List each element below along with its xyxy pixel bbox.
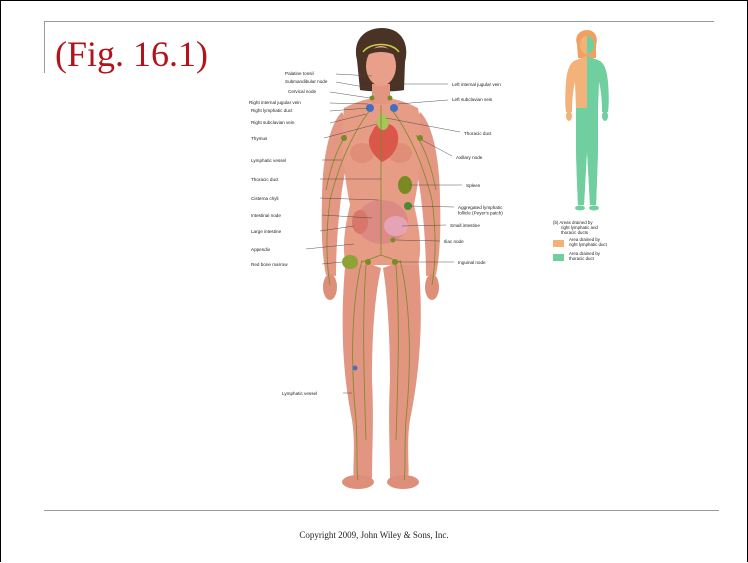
label-peyers-patch-line1: Aggregated lymphatic — [458, 205, 503, 210]
inset-hand-right — [602, 111, 608, 121]
neck — [372, 84, 390, 104]
label-thoracic-duct: Thoracic duct — [251, 177, 279, 182]
label-spleen: Spleen — [466, 183, 481, 188]
left-labels: Palatine tonsil Submandibular node Cervi… — [249, 71, 328, 396]
label-right-subclavian-vein: Right subclavian vein — [251, 120, 295, 125]
right-leg — [383, 255, 421, 478]
inset-caption-line3: thoracic ducts — [561, 230, 589, 235]
inguinal-node — [392, 259, 398, 265]
label-appendix: Appendix — [251, 247, 271, 252]
label-inguinal-node: Inguinal node — [458, 260, 486, 265]
legend-swatch-right-lymphatic — [553, 240, 564, 247]
label-thoracic-duct-right: Thoracic duct — [464, 131, 492, 136]
spleen — [398, 176, 412, 194]
label-iliac-node: Iliac node — [444, 239, 464, 244]
right-foot — [387, 475, 419, 489]
left-subclavian-node — [390, 104, 398, 112]
label-left-subclavian-vein: Left subclavian vein — [452, 97, 493, 102]
label-small-intestine: Small intestine — [450, 223, 480, 228]
left-hand — [323, 274, 337, 300]
right-hand — [425, 274, 439, 300]
inset-figure: (b) Areas drained by right lymphatic and… — [553, 30, 609, 261]
right-labels: Left internal jugular vein Left subclavi… — [444, 82, 504, 265]
body-figure — [322, 28, 441, 489]
iliac-node — [391, 238, 396, 243]
label-axillary-node: Axillary node — [456, 155, 483, 160]
inset-hand-left — [566, 111, 572, 121]
label-lymphatic-vessel-leg: Lymphatic vessel — [282, 391, 317, 396]
label-cervical-node: Cervical node — [288, 89, 317, 94]
legend-label-right-lymphatic-line2: right lymphatic duct — [569, 242, 608, 247]
label-peyers-patch-line2: follicle (Peyer's patch) — [458, 211, 503, 216]
label-thymus: Thymus — [251, 136, 268, 141]
legend-label-thoracic-line2: thoracic duct — [569, 256, 595, 261]
label-cisterna-chyli: Cisterna chyli — [251, 196, 279, 201]
inset-legs — [576, 108, 598, 205]
knee-blue-node — [353, 366, 358, 371]
left-leg — [343, 255, 381, 478]
axillary-node-left — [341, 135, 347, 141]
inset-foot-left — [575, 206, 585, 211]
inset-caption: (b) Areas drained by right lymphatic and… — [553, 220, 599, 235]
label-peyers-patch: Aggregated lymphatic follicle (Peyer's p… — [458, 205, 504, 216]
label-right-internal-jugular-vein: Right internal jugular vein — [249, 100, 301, 105]
large-intestine — [352, 210, 368, 234]
inset-body-right-lymphatic — [565, 56, 587, 112]
legend-swatch-thoracic — [553, 254, 564, 261]
label-right-lymphatic-duct: Right lymphatic duct — [251, 108, 293, 113]
inset-foot-right — [589, 206, 599, 211]
cervical-node-2 — [388, 96, 393, 101]
legend-label-right-lymphatic: Area drained by right lymphatic duct — [569, 237, 608, 247]
cervical-node — [370, 96, 375, 101]
copyright-footer: Copyright 2009, John Wiley & Sons, Inc. — [0, 530, 748, 540]
thymus — [377, 114, 389, 130]
label-lymphatic-vessel: Lymphatic vessel — [251, 158, 286, 163]
label-intestinal-node: Intestinal node — [251, 213, 281, 218]
legend-label-thoracic: Area drained by thoracic duct — [569, 251, 601, 261]
label-submandibular-node: Submandibular node — [285, 79, 328, 84]
label-left-internal-jugular-vein: Left internal jugular vein — [452, 82, 501, 87]
label-red-bone-marrow: Red bone marrow — [251, 262, 288, 267]
inguinal-node-left — [365, 259, 371, 265]
red-bone-marrow — [342, 255, 358, 269]
label-palatine-tonsil: Palatine tonsil — [285, 71, 314, 76]
label-large-intestine: Large intestine — [251, 229, 282, 234]
